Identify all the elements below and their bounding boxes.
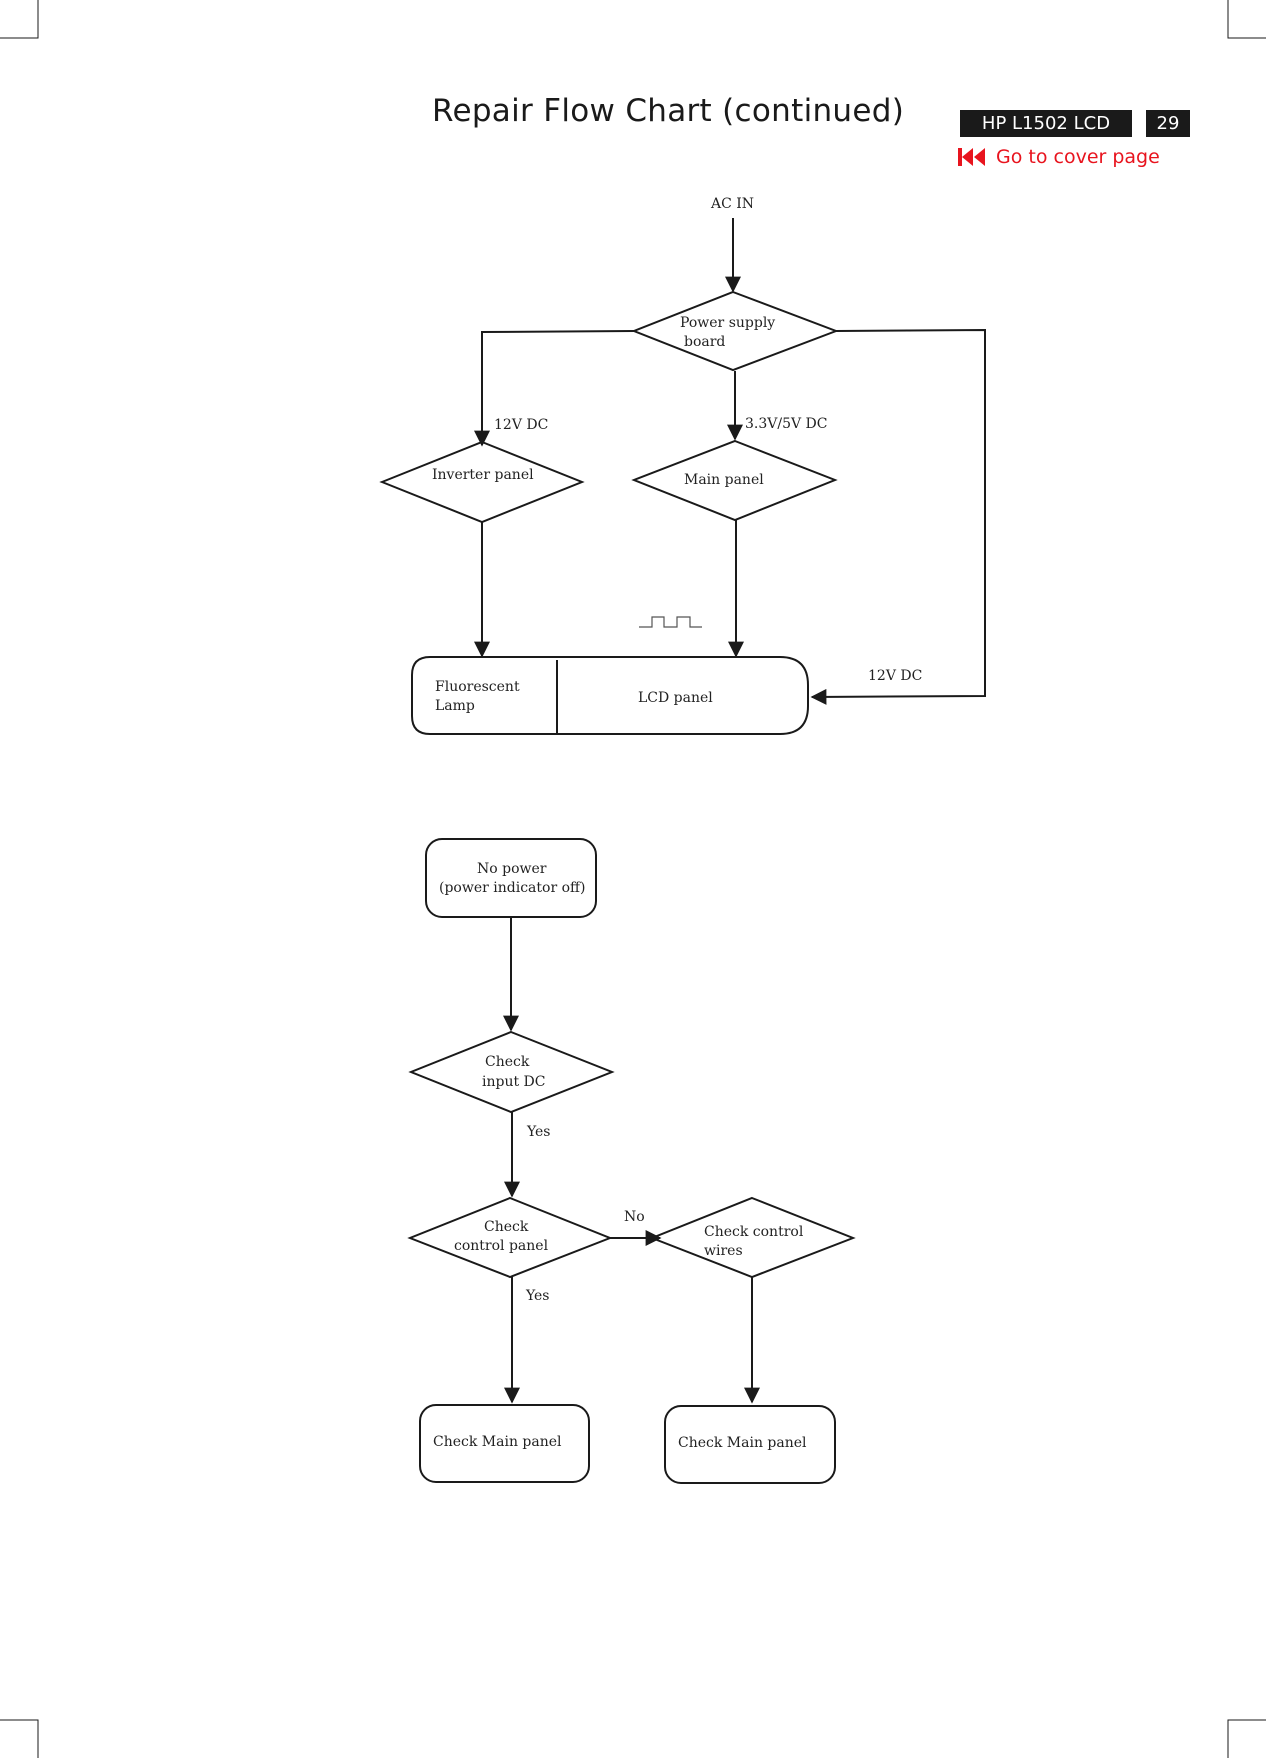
- no-power-box: [426, 839, 596, 917]
- power-supply-label-line2: board: [684, 334, 725, 350]
- main-panel-label: Main panel: [684, 472, 764, 488]
- lamp-label-line1: Fluorescent: [435, 679, 520, 695]
- yes-label-2: Yes: [525, 1288, 550, 1304]
- no-label: No: [624, 1209, 645, 1225]
- ac-in-label: AC IN: [710, 196, 754, 212]
- no-power-flow-diagram: No power (power indicator off) Check inp…: [410, 839, 853, 1483]
- left-12v-label: 12V DC: [494, 417, 548, 433]
- check-main-left-label: Check Main panel: [433, 1434, 562, 1450]
- check-input-dc-diamond: [411, 1032, 612, 1112]
- check-input-label-line2: input DC: [482, 1074, 546, 1090]
- yes-label-1: Yes: [526, 1124, 551, 1140]
- check-control-label-line2: control panel: [454, 1238, 549, 1254]
- power-supply-board-diamond: [634, 292, 836, 370]
- power-supply-label-line1: Power supply: [680, 315, 775, 331]
- no-power-label-line1: No power: [477, 861, 547, 877]
- right-12v-connector: [812, 330, 985, 697]
- inverter-panel-label: Inverter panel: [432, 467, 534, 483]
- square-wave-icon: [639, 617, 702, 627]
- check-input-label-line1: Check: [485, 1054, 530, 1070]
- lcd-panel-label: LCD panel: [638, 690, 713, 706]
- middle-33v-label: 3.3V/5V DC: [745, 416, 828, 432]
- lamp-label-line2: Lamp: [435, 698, 475, 714]
- power-distribution-diagram: AC IN Power supply board 12V DC 3.3V/5V …: [382, 196, 985, 734]
- check-wires-label-line2: wires: [704, 1243, 743, 1259]
- no-power-label-line2: (power indicator off): [439, 880, 585, 896]
- check-main-right-label: Check Main panel: [678, 1435, 807, 1451]
- check-control-label-line1: Check: [484, 1219, 529, 1235]
- lcd-module-box: [412, 657, 808, 734]
- right-12v-label: 12V DC: [868, 668, 922, 684]
- check-wires-label-line1: Check control: [704, 1224, 804, 1240]
